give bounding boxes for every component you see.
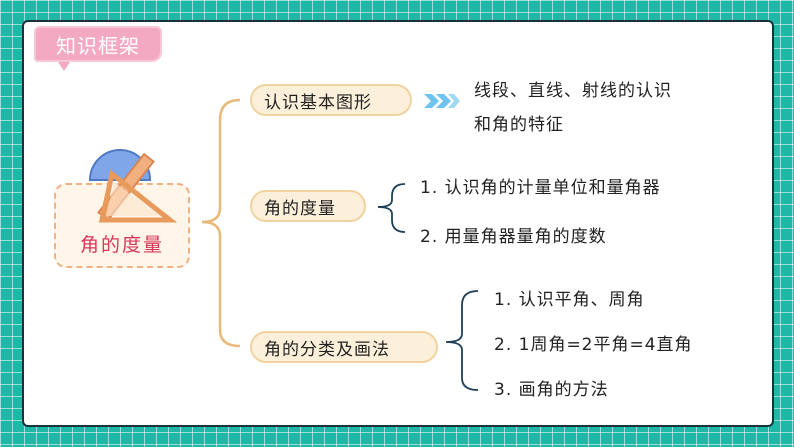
section-tag-label: 知识框架: [56, 33, 140, 58]
detail-text: 1. 认识平角、周角: [494, 290, 645, 310]
branch-label: 角的分类及画法: [264, 339, 390, 360]
branch-label: 认识基本图形: [264, 92, 372, 113]
detail-text: 3. 画角的方法: [494, 380, 609, 400]
detail-text: 2. 1周角=2平角=4直角: [494, 335, 693, 355]
branch-node-measure: 角的度量: [250, 190, 366, 222]
detail-text: 1. 认识角的计量单位和量角器: [420, 178, 661, 198]
double-arrow-icon: [424, 94, 460, 108]
root-label: 角的度量: [79, 234, 164, 256]
branch-label: 角的度量: [264, 198, 336, 219]
branch-node-basic-shapes: 认识基本图形: [250, 84, 412, 116]
detail-text: 和角的特征: [474, 115, 564, 135]
protractor-ruler-icon: [88, 149, 178, 223]
branch-node-classify: 角的分类及画法: [250, 331, 438, 363]
detail-text: 2. 用量角器量角的度数: [420, 227, 607, 247]
section-tag: 知识框架: [34, 26, 162, 71]
detail-text: 线段、直线、射线的认识: [474, 81, 672, 101]
